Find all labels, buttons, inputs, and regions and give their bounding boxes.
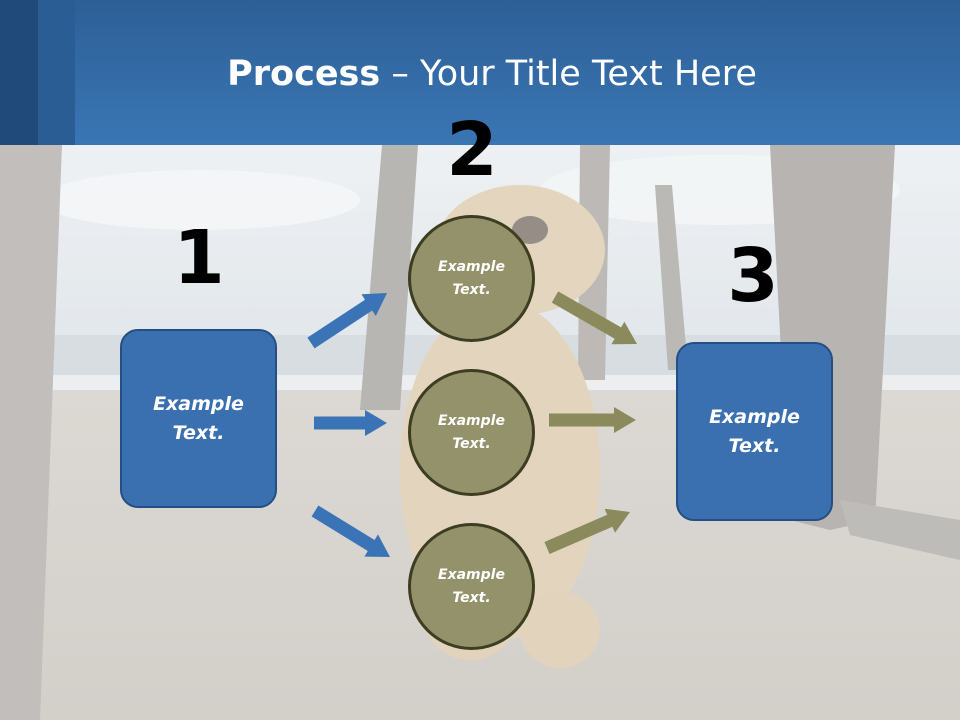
step-2-circle-bottom[interactable]: Example Text. — [408, 523, 535, 650]
header-accent-block — [0, 0, 38, 145]
arrow-box1-to-circle-middle — [314, 410, 387, 436]
step-3-label: Example Text. — [709, 405, 800, 457]
arrow-box1-to-circle-top — [307, 293, 387, 349]
title-bold: Process — [227, 54, 381, 94]
arrow-circle-bottom-to-box3 — [544, 508, 630, 554]
step-1-label: Example Text. — [153, 392, 244, 444]
circle-bottom-label: Example Text. — [438, 566, 505, 606]
header-accent-block — [38, 0, 75, 145]
arrow-circle-top-to-box3 — [551, 291, 637, 345]
step-1-box[interactable]: Example Text. — [120, 329, 277, 508]
step-2-circle-top[interactable]: Example Text. — [408, 215, 535, 342]
step-number-1: 1 — [173, 215, 225, 301]
arrow-circle-middle-to-box3 — [549, 407, 636, 433]
arrow-box1-to-circle-bottom — [311, 505, 390, 557]
step-3-box[interactable]: Example Text. — [676, 342, 833, 521]
slide-title: Process – Your Title Text Here — [0, 52, 960, 96]
title-rest: – Your Title Text Here — [380, 54, 757, 94]
step-number-3: 3 — [727, 233, 779, 319]
circle-middle-label: Example Text. — [438, 412, 505, 452]
step-number-2: 2 — [446, 107, 498, 193]
title-bar — [0, 0, 960, 145]
circle-top-label: Example Text. — [438, 258, 505, 298]
step-2-circle-middle[interactable]: Example Text. — [408, 369, 535, 496]
